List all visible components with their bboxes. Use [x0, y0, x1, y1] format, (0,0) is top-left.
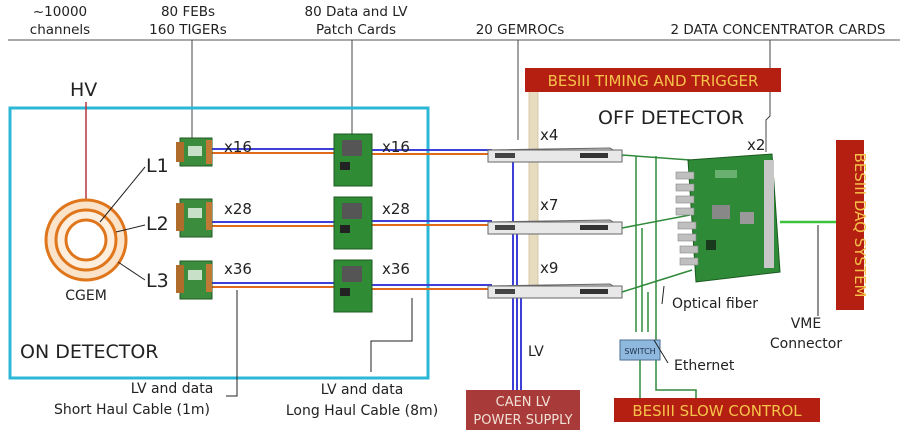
layer-l1-leader — [99, 166, 146, 223]
short-cable-leader — [226, 290, 238, 397]
daq-system-label: BESIII DAQ SYSTEM — [851, 153, 869, 298]
patch-card-2 — [333, 196, 373, 250]
layer-l3-leader — [117, 261, 146, 281]
gemroc-mult-1: x4 — [540, 126, 558, 144]
header-channels-2: channels — [30, 22, 90, 38]
long-cable-label-2: Long Haul Cable (8m) — [286, 403, 438, 419]
daq-system-box — [836, 140, 864, 310]
short-cable-label-2: Short Haul Cable (1m) — [54, 402, 210, 418]
cable-row-3 — [212, 282, 492, 290]
slow-control-label: BESIII SLOW CONTROL — [632, 402, 802, 420]
header-patch-2: Patch Cards — [316, 22, 396, 38]
gemroc-mult-3: x9 — [540, 259, 558, 277]
patch-mult-3: x36 — [382, 260, 410, 278]
feb-board-2 — [176, 198, 213, 238]
cable-row-2 — [212, 220, 492, 227]
cgem-label: CGEM — [65, 288, 107, 304]
vme-label-1: VME — [791, 316, 822, 332]
header-dcc: 2 DATA CONCENTRATOR CARDS — [671, 22, 886, 38]
gemroc-unit-3 — [486, 283, 624, 299]
header-febs-2: 160 TIGERs — [149, 22, 227, 38]
timing-trigger-pole — [528, 89, 539, 291]
header-patch-1: 80 Data and LV — [305, 4, 409, 20]
caen-label-1: CAEN LV — [496, 395, 551, 410]
patch-mult-1: x16 — [382, 138, 410, 156]
on-detector-box — [8, 106, 430, 380]
feb-mult-2: x28 — [224, 200, 252, 218]
patch-card-3 — [333, 259, 373, 313]
dcc-board — [675, 153, 781, 283]
long-cable-leader — [370, 298, 413, 372]
optical-fiber-label: Optical fiber — [672, 296, 758, 312]
optical-fibers — [621, 154, 697, 398]
cable-row-1 — [212, 148, 492, 155]
long-cable-label-1: LV and data — [321, 382, 404, 398]
feb-mult-3: x36 — [224, 260, 252, 278]
ethernet-label: Ethernet — [674, 358, 735, 374]
switch-label: SWITCH — [624, 347, 655, 356]
cgem-detector — [44, 198, 128, 282]
timing-trigger-box — [525, 68, 781, 92]
gemroc-unit-1 — [486, 147, 624, 163]
lv-label: LV — [528, 344, 544, 360]
header-febs-1: 80 FEBs — [161, 4, 215, 20]
feb-board-1 — [176, 137, 213, 167]
slow-control-box — [614, 398, 820, 422]
gemroc-unit-2 — [486, 219, 624, 235]
dcc-mult: x2 — [747, 136, 765, 154]
header-channels-1: ~10000 — [33, 4, 87, 20]
lv-cables — [512, 162, 522, 390]
ethernet-leader — [653, 339, 669, 364]
short-cable-label-1: LV and data — [131, 381, 214, 397]
on-detector-label: ON DETECTOR — [20, 341, 158, 363]
patch-card-1 — [333, 133, 373, 187]
patch-mult-2: x28 — [382, 200, 410, 218]
hv-label: HV — [70, 79, 97, 101]
feb-mult-1: x16 — [224, 138, 252, 156]
layer-l2-leader — [115, 224, 146, 233]
layer-l3-label: L3 — [146, 270, 169, 292]
caen-power-box — [466, 390, 580, 430]
caen-label-2: POWER SUPPLY — [473, 413, 572, 428]
off-detector-label: OFF DETECTOR — [598, 107, 744, 129]
header-gemrocs: 20 GEMROCs — [476, 22, 565, 38]
timing-trigger-label: BESIII TIMING AND TRIGGER — [548, 72, 759, 90]
optical-fiber-leader — [661, 285, 665, 305]
layer-l2-label: L2 — [146, 213, 169, 235]
dcc-header-leader — [765, 40, 771, 152]
gemroc-mult-2: x7 — [540, 196, 558, 214]
layer-l1-label: L1 — [146, 155, 169, 177]
feb-board-3 — [176, 260, 213, 300]
vme-label-2: Connector — [770, 336, 842, 352]
